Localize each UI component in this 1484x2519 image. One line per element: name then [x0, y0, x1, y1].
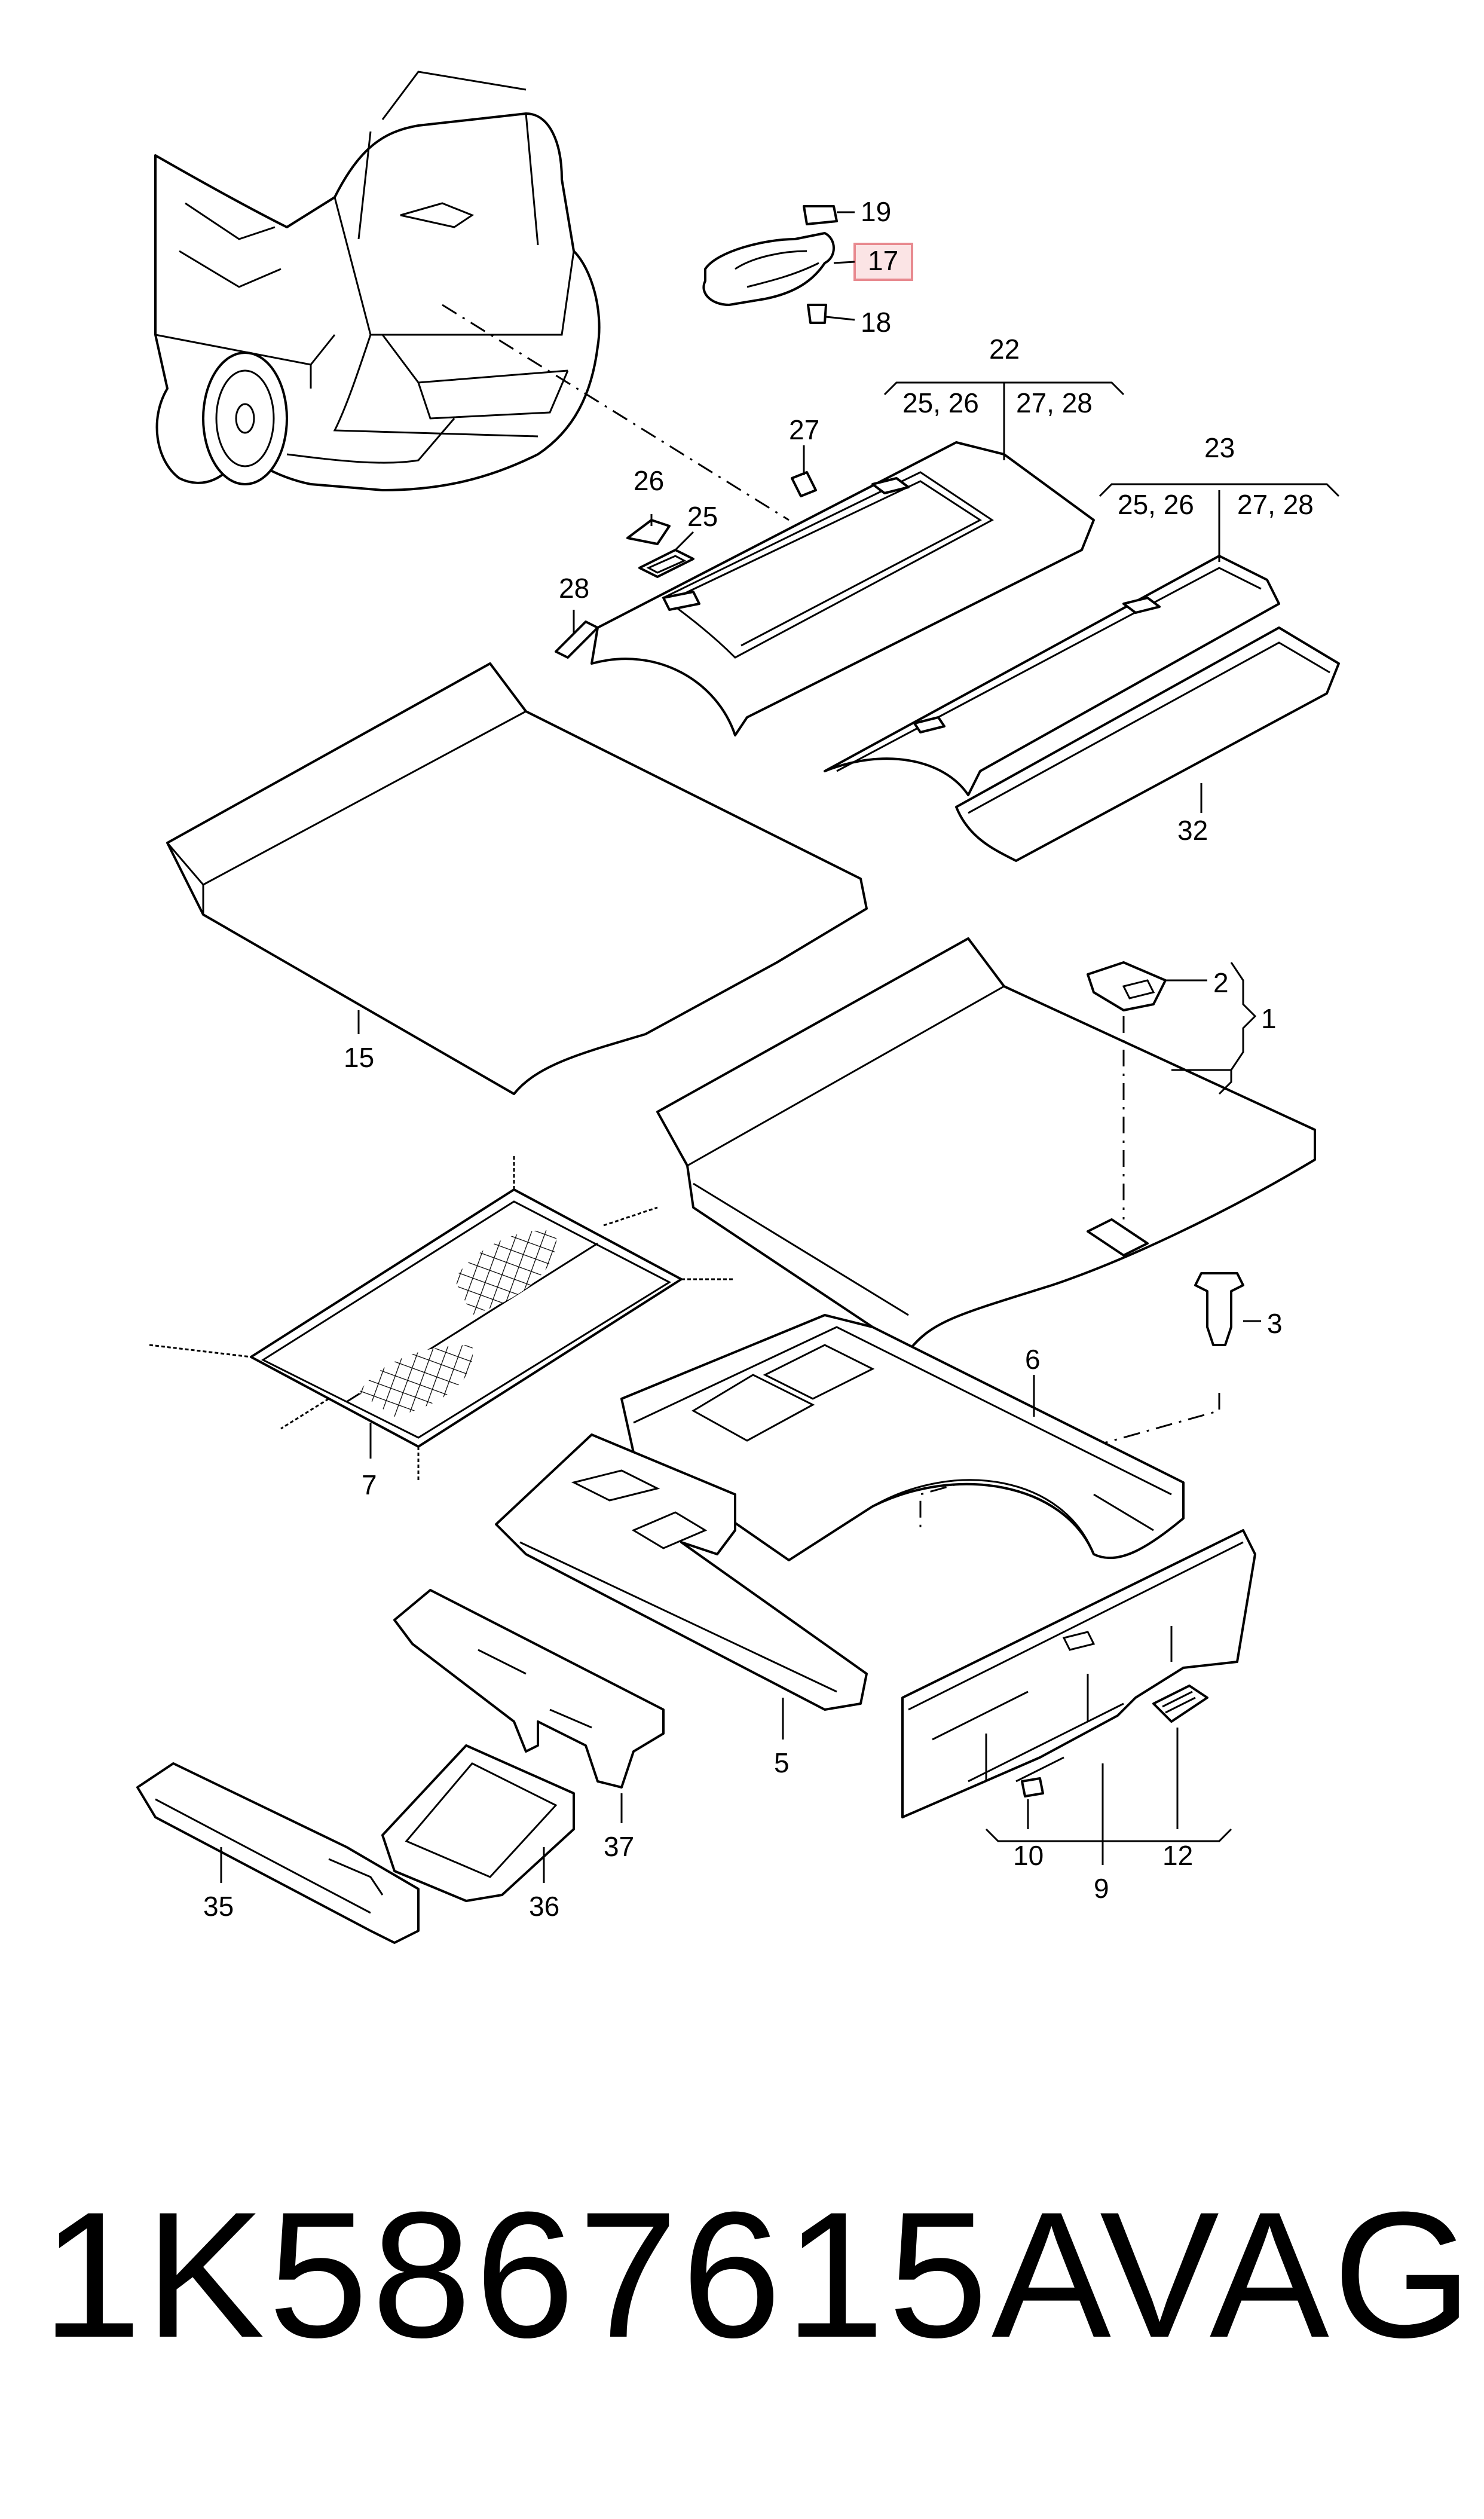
- label-2: 2: [1213, 967, 1229, 998]
- label-23-right: 27, 28: [1237, 489, 1314, 520]
- highlight-box-17: [853, 243, 913, 281]
- label-7: 7: [362, 1469, 377, 1500]
- part-9-sill-trim: [901, 1529, 1256, 1818]
- part-6-tray: [620, 1314, 1185, 1561]
- part-23-parcel-shelf: [824, 555, 1280, 796]
- label-23-left: 25, 26: [1118, 489, 1194, 520]
- part-3-bolt: [1194, 1272, 1244, 1346]
- label-32: 32: [1177, 815, 1208, 846]
- label-17: 17: [868, 245, 898, 276]
- part-26-clip: [626, 519, 671, 545]
- car-leader-line: [442, 304, 790, 521]
- part-10-clip: [1021, 1777, 1044, 1797]
- label-1: 1: [1261, 1003, 1277, 1034]
- brace-9: [985, 1828, 1232, 1842]
- label-19: 19: [861, 196, 891, 227]
- label-22: 22: [989, 334, 1020, 365]
- label-3: 3: [1267, 1308, 1283, 1339]
- part-37-bracket: [393, 1589, 665, 1789]
- label-23: 23: [1204, 432, 1235, 463]
- label-25: 25: [687, 501, 718, 532]
- part-12-clip: [1152, 1685, 1208, 1723]
- part-19-clip: [803, 205, 838, 225]
- label-10: 10: [1013, 1840, 1044, 1871]
- label-35: 35: [203, 1891, 234, 1922]
- part-25-clip: [638, 549, 694, 578]
- label-36: 36: [529, 1891, 559, 1922]
- part-28-clip: [555, 620, 599, 659]
- part-35-trim: [136, 1762, 420, 1944]
- car-illustration: [154, 71, 601, 491]
- callout-labels: 19 17 18 22 25, 26 27, 28 23 25, 26 27, …: [203, 196, 1314, 1922]
- part-18-screw: [807, 304, 827, 324]
- label-12: 12: [1162, 1840, 1193, 1871]
- part-2-cap: [1087, 961, 1167, 1011]
- part-36-box: [381, 1744, 575, 1902]
- brace-1: [1171, 962, 1257, 1071]
- label-15: 15: [344, 1042, 374, 1073]
- label-22-left: 25, 26: [902, 387, 979, 418]
- part-22-parcel-shelf: [590, 441, 1095, 736]
- label-9: 9: [1094, 1873, 1109, 1904]
- leader-18: [825, 316, 855, 321]
- label-5: 5: [774, 1747, 790, 1778]
- part-32-panel: [955, 626, 1340, 862]
- part-1-floor-cover: [656, 937, 1316, 1352]
- label-27: 27: [789, 414, 819, 445]
- leader-25: [674, 531, 694, 551]
- part-number: 1K5867615A: [42, 2174, 1115, 2375]
- label-37: 37: [604, 1831, 634, 1862]
- label-18: 18: [861, 307, 891, 338]
- label-22-right: 27, 28: [1016, 387, 1093, 418]
- part-17-hook: [702, 205, 913, 324]
- leader-1: [1218, 1070, 1232, 1095]
- part-15-floor-mat: [166, 662, 868, 1095]
- part-5-trim: [495, 1433, 868, 1711]
- brace-22: [883, 381, 1125, 396]
- part-27-clip: [791, 471, 817, 497]
- label-6: 6: [1025, 1344, 1041, 1375]
- label-26: 26: [634, 465, 664, 496]
- part-7-luggage-net: [149, 1154, 735, 1482]
- brace-23: [1099, 483, 1340, 497]
- brand-name: VAG: [1100, 2174, 1476, 2375]
- label-28: 28: [559, 573, 589, 604]
- footer: 1K5867615A VAG: [0, 2176, 1484, 2373]
- leader-17: [833, 261, 855, 264]
